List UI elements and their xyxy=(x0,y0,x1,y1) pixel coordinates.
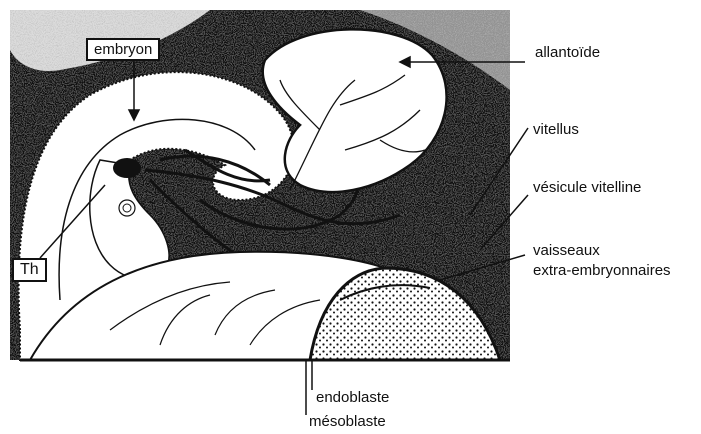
label-allantoide: allantoïde xyxy=(535,45,600,60)
label-th: Th xyxy=(12,258,47,282)
label-embryon: embryon xyxy=(86,38,160,61)
label-extra-embryonnaires: extra-embryonnaires xyxy=(533,263,671,278)
label-vesicule-vitelline: vésicule vitelline xyxy=(533,180,641,195)
label-vitellus: vitellus xyxy=(533,122,579,137)
label-vaisseaux: vaisseaux xyxy=(533,243,600,258)
label-mesoblaste: mésoblaste xyxy=(309,414,386,429)
label-endoblaste: endoblaste xyxy=(316,390,389,405)
